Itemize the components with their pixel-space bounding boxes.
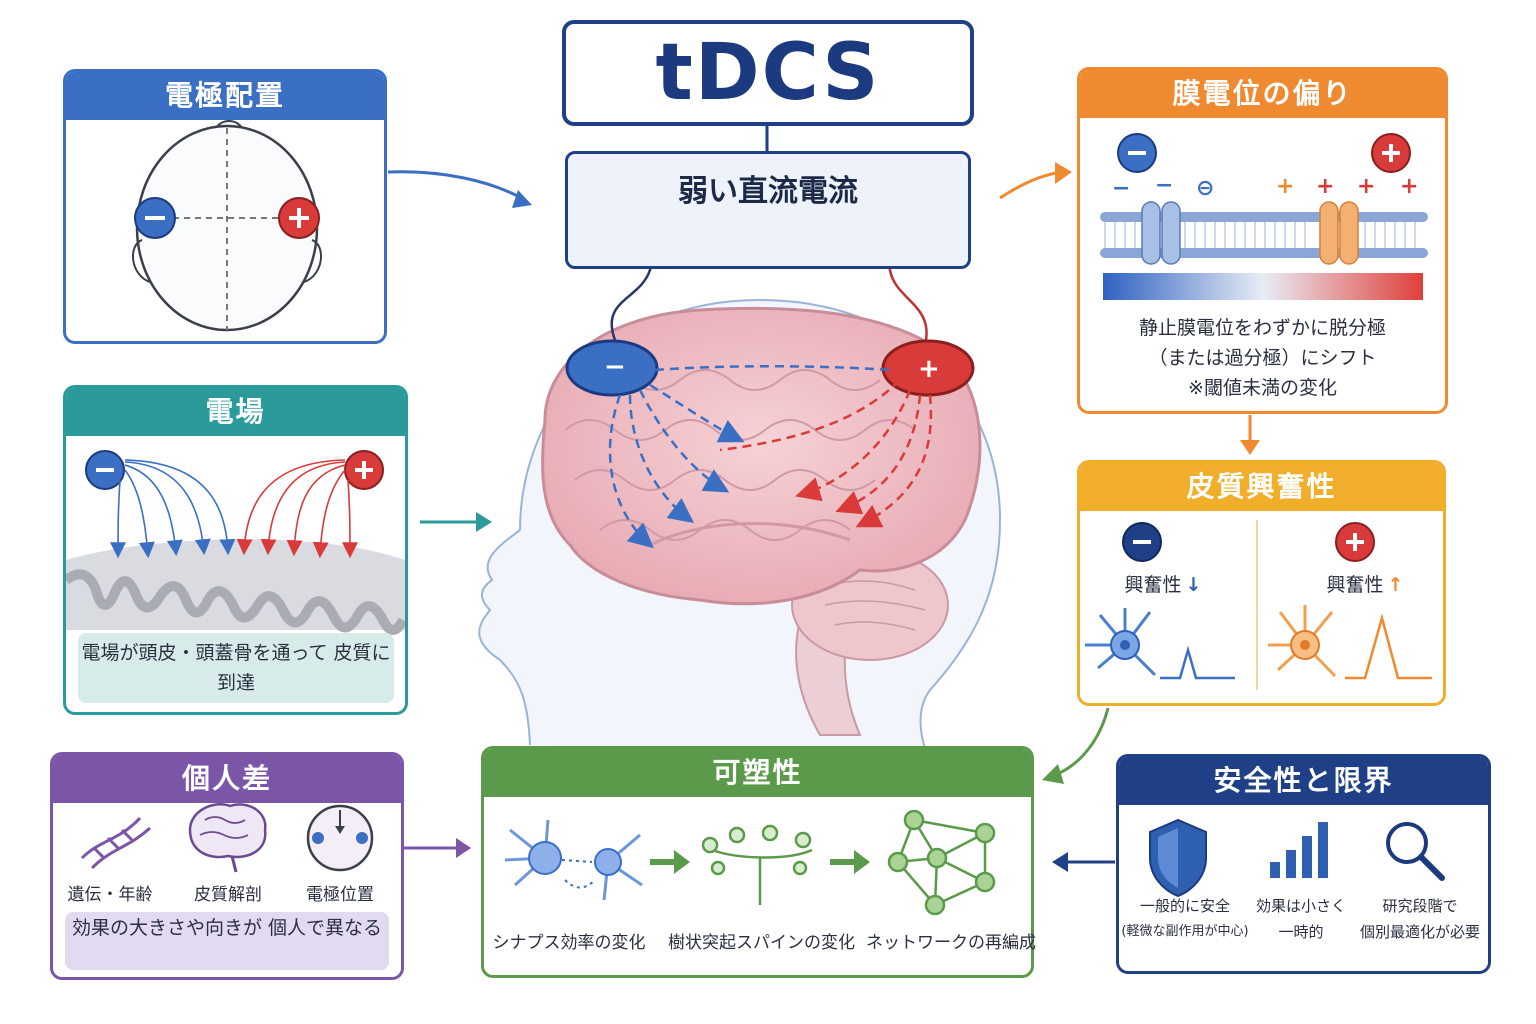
- svg-text:−: −: [1155, 173, 1173, 198]
- brain-anode-electrode: [881, 339, 975, 397]
- brain-cathode-electrode: [565, 339, 659, 397]
- membrane-panel: 膜電位の偏り: [1077, 67, 1448, 414]
- excitability-minus-label: 興奮性↓: [1124, 574, 1202, 596]
- electric-field-note: 電場が頭皮・頭蓋骨を通って 皮質に到達: [78, 633, 394, 703]
- safety-icons: [1149, 818, 1445, 898]
- electric-field-panel: 電場: [63, 385, 408, 715]
- head-silhouette: − +: [478, 233, 1002, 761]
- svg-text:+: +: [1316, 174, 1334, 199]
- individual-item-position: 電極位置: [306, 885, 374, 905]
- polarity-gradient: [1103, 273, 1423, 300]
- plasticity-item-synapse: シナプス効率の変化: [492, 933, 646, 953]
- safety-item-1: 一般的に安全(軽微な副作用が中心): [1121, 897, 1249, 939]
- safety-item-3: 研究段階で個別最適化が必要: [1359, 897, 1480, 941]
- plasticity-panel: 可塑性: [481, 746, 1034, 978]
- membrane-illustration: −− ⊖ + + + +: [1100, 133, 1428, 300]
- membrane-line-1: 静止膜電位をわずかに脱分極: [1138, 317, 1386, 339]
- magnifier-icon: [1386, 822, 1445, 881]
- dendrite-icon: [701, 824, 813, 905]
- individual-panel: 個人差: [50, 752, 404, 980]
- arrow-up-icon: ↑: [1387, 574, 1404, 596]
- network-icon: [887, 809, 996, 916]
- individual-icons: [80, 803, 374, 873]
- svg-text:−: −: [604, 352, 626, 382]
- svg-text:+: +: [1276, 174, 1294, 199]
- svg-text:−: −: [1112, 176, 1130, 201]
- plasticity-item-spine: 樹状突起スパインの変化: [668, 933, 855, 953]
- svg-text:⊖: ⊖: [1196, 176, 1214, 201]
- excitability-plus-label: 興奮性↑: [1326, 574, 1404, 596]
- membrane-title: 膜電位の偏り: [1080, 70, 1445, 118]
- neuron-blue: [1085, 608, 1157, 677]
- svg-text:+: +: [1357, 174, 1375, 199]
- electrode-placement-title: 電極配置: [66, 72, 384, 120]
- electric-field-illustration: [63, 450, 408, 635]
- membrane-line-3: ※閾値未満の変化: [1188, 377, 1337, 399]
- bar-chart-icon: [1270, 822, 1328, 878]
- neuron-orange: [1268, 605, 1337, 678]
- safety-title: 安全性と限界: [1119, 757, 1488, 805]
- excitability-title: 皮質興奮性: [1080, 463, 1443, 511]
- svg-text:+: +: [918, 354, 940, 384]
- electrode-placement-panel: 電極配置: [63, 69, 387, 344]
- plasticity-item-network: ネットワークの再編成: [866, 933, 1036, 953]
- brain-icon: [188, 803, 267, 873]
- synapse-icon: [504, 819, 643, 901]
- svg-text:+: +: [1400, 174, 1418, 199]
- connectors: [387, 126, 1260, 872]
- plasticity-title: 可塑性: [484, 749, 1031, 797]
- individual-title: 個人差: [53, 755, 401, 803]
- electrode-head-icon: [306, 804, 374, 872]
- individual-item-anatomy: 皮質解剖: [194, 885, 262, 905]
- dna-icon: [80, 816, 152, 870]
- current-label: 弱い直流電流: [678, 174, 858, 209]
- current-box: 弱い直流電流: [565, 151, 971, 269]
- excitability-illustration: [1085, 520, 1432, 690]
- safety-item-2: 効果は小さく一時的: [1255, 897, 1346, 941]
- individual-note: 効果の大きさや向きが 個人で異なる: [65, 912, 389, 970]
- excitability-panel: 皮質興奮性: [1077, 460, 1446, 706]
- plasticity-icons: [504, 809, 996, 916]
- electric-field-title: 電場: [66, 388, 405, 436]
- arrow-down-icon: ↓: [1185, 574, 1202, 596]
- safety-panel: 安全性と限界: [1116, 754, 1491, 974]
- membrane-line-2: （または過分極）にシフト: [1148, 347, 1377, 369]
- page-title: tDCS: [562, 20, 974, 126]
- electrode-placement-head: [131, 120, 323, 332]
- individual-item-genetics: 遺伝・年齢: [67, 885, 153, 905]
